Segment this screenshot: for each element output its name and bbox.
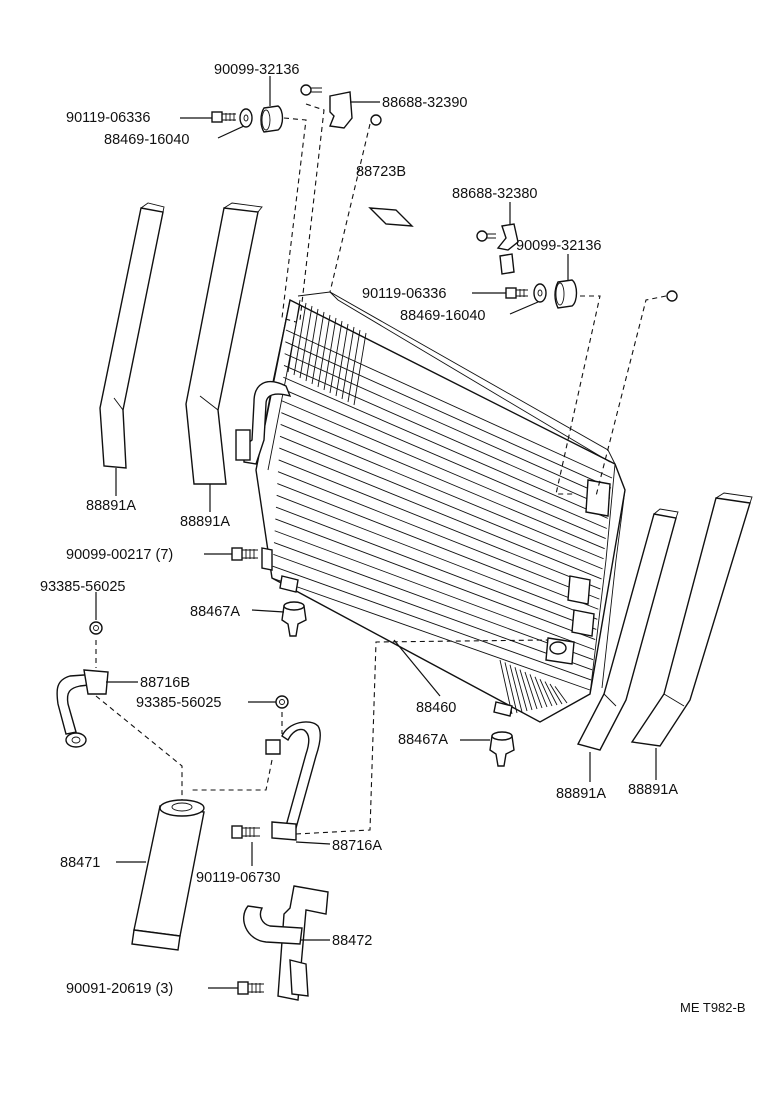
label-88891a-b: 88891A	[180, 514, 230, 530]
bolt-90091-20619	[237, 981, 264, 995]
pipe-88716a	[265, 721, 321, 841]
bolt-90119-06730	[231, 825, 260, 839]
condenser-tube	[271, 577, 591, 691]
condenser-tube	[273, 553, 593, 671]
mount-88467a-a	[281, 601, 307, 637]
condenser-tube	[272, 565, 592, 681]
condenser-tube	[281, 412, 605, 550]
label-90099-32136-a: 90099-32136	[214, 62, 299, 78]
condenser-fin	[514, 667, 528, 712]
condenser-tube	[281, 400, 606, 539]
condenser-tube	[277, 471, 600, 600]
seal-right-inner	[576, 508, 679, 751]
bolt-90119-06336-a	[211, 111, 236, 123]
label-90099-00217: 90099-00217 (7)	[66, 547, 173, 563]
condenser-fin	[504, 662, 518, 714]
label-88469-16040-a: 88469-16040	[104, 132, 189, 148]
condenser-fin	[341, 326, 355, 400]
condenser-tube	[283, 365, 610, 509]
label-88891a-a: 88891A	[86, 498, 136, 514]
bracket-88688-32380	[476, 223, 519, 275]
label-90119-06336-a: 90119-06336	[66, 110, 150, 126]
condenser-tube	[276, 494, 598, 620]
condenser-fin	[329, 320, 343, 394]
seal-left-outer	[99, 202, 165, 469]
condenser-tube	[277, 483, 599, 610]
bolt-90119-06336-b	[505, 287, 528, 299]
condenser-tube	[280, 424, 604, 560]
label-88688-32390: 88688-32390	[382, 95, 467, 111]
condenser-fin	[549, 683, 563, 705]
leader-lines	[95, 76, 657, 989]
condenser-tube	[278, 459, 601, 590]
condenser-fin	[539, 679, 553, 707]
condenser-tube	[285, 329, 613, 479]
label-88467a-b: 88467A	[398, 732, 448, 748]
condenser-fin	[529, 674, 543, 709]
washer-88469-16040-a	[239, 108, 253, 128]
label-88469-16040-b: 88469-16040	[400, 308, 485, 324]
bracket-88688-32390	[300, 84, 382, 129]
bolt-90099-00217	[231, 547, 258, 561]
oring-93385-56025-b	[275, 695, 289, 709]
condenser-tube	[283, 376, 608, 519]
condenser-tube	[282, 388, 607, 529]
condenser-fin	[347, 329, 361, 403]
condenser-core	[235, 291, 626, 723]
condenser-fin	[305, 308, 319, 382]
label-88891a-c: 88891A	[556, 786, 606, 802]
condenser-fin	[519, 669, 533, 711]
receiver-drier-88471	[131, 799, 205, 951]
label-88467a-a: 88467A	[190, 604, 240, 620]
condenser-tube	[274, 530, 595, 651]
condenser-tube	[275, 518, 596, 640]
condenser-fin	[287, 299, 301, 373]
label-88723b: 88723B	[356, 164, 406, 180]
condenser-fin	[524, 671, 538, 710]
pipe-88716b	[56, 669, 109, 748]
condenser-fin	[311, 311, 325, 385]
diagram-code: ME T982-B	[680, 1000, 746, 1015]
condenser-tube	[275, 506, 597, 630]
cushion-90099-32136-b	[554, 279, 578, 309]
label-90119-06336-b: 90119-06336	[362, 286, 446, 302]
condenser-tube	[279, 435, 603, 570]
condenser-fin	[554, 686, 568, 704]
washer-88469-16040-b	[533, 283, 547, 303]
condenser-fin	[509, 664, 523, 713]
cushion-90099-32136-a	[260, 105, 284, 133]
bracket-88472	[243, 885, 329, 1001]
condenser-tube	[279, 447, 602, 580]
condenser-fin	[335, 323, 349, 397]
label-90099-32136-b: 90099-32136	[516, 238, 601, 254]
label-88716a: 88716A	[332, 838, 382, 854]
assembly-lines	[95, 103, 667, 835]
part-labels: 90099-32136 90119-06336 88688-32390 8846…	[40, 62, 746, 1015]
condenser-fin	[534, 676, 548, 708]
label-88891a-d: 88891A	[628, 782, 678, 798]
condenser-fin	[293, 302, 307, 376]
mount-88467a-b	[489, 731, 515, 767]
label-93385-56025-a: 93385-56025	[40, 579, 125, 595]
seal-left-inner	[185, 202, 263, 485]
label-88460: 88460	[416, 700, 456, 716]
oring-93385-56025-a	[89, 621, 103, 635]
seal-right-outer	[630, 492, 753, 747]
condenser-fin	[353, 332, 367, 406]
label-93385-56025-b: 93385-56025	[136, 695, 221, 711]
condenser-fin	[544, 681, 558, 706]
label-90119-06730: 90119-06730	[196, 870, 280, 886]
label-90091-20619: 90091-20619 (3)	[66, 981, 173, 997]
condenser-fin	[299, 305, 313, 379]
condenser-tube	[285, 341, 612, 489]
pad-88723b	[368, 207, 414, 227]
label-88688-32380: 88688-32380	[452, 186, 537, 202]
condenser-fin	[323, 317, 337, 391]
condenser-fin	[317, 314, 331, 388]
label-88472: 88472	[332, 933, 372, 949]
label-88716b: 88716B	[140, 675, 190, 691]
nut-right	[666, 290, 678, 302]
label-88471: 88471	[60, 855, 100, 871]
